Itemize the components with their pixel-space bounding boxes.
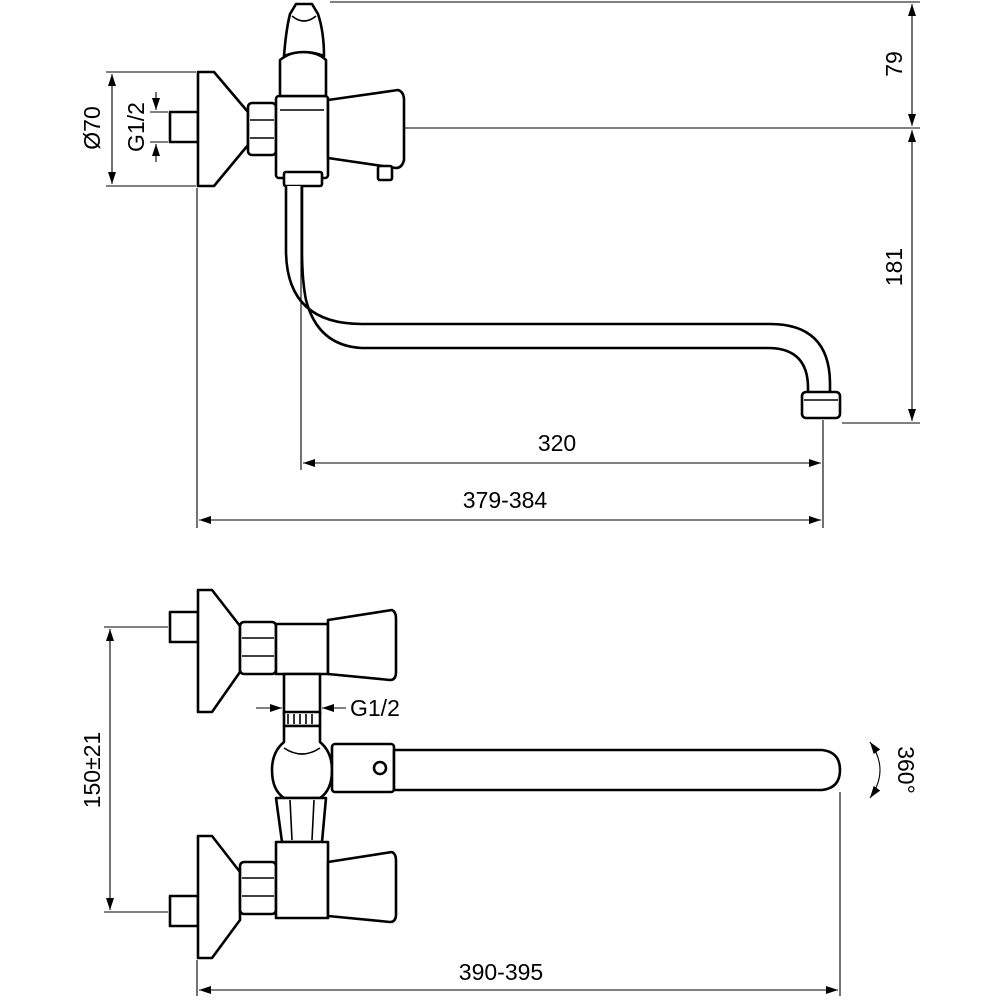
- lower-hex-nut: [238, 860, 278, 916]
- dim-label-inlet-thread-side: G1/2: [123, 102, 149, 152]
- upper-tap-handle: [326, 608, 398, 682]
- dim-spout-reach: 320: [300, 186, 824, 528]
- dim-label-inlet-spacing: 150±21: [79, 732, 105, 809]
- dim-total-reach-top: 390-395: [196, 792, 841, 996]
- hex-nut: [246, 101, 278, 157]
- lower-inlet-stub: [168, 894, 200, 928]
- hose-holder: [278, 50, 328, 98]
- lower-connector: [274, 796, 328, 844]
- upper-hex-nut: [238, 620, 278, 676]
- side-view: Ø70 G1/2 79 181 320: [79, 1, 920, 528]
- hose-holder-clip: [282, 2, 326, 58]
- dim-inlet-thread-side: G1/2: [123, 92, 168, 162]
- outlet-thread: [282, 710, 322, 728]
- dim-spout-height: 181: [842, 130, 920, 424]
- center-stem: [282, 672, 322, 716]
- top-view: G1/2 150±21 360° 390-395: [79, 588, 919, 996]
- lower-valve-body: [274, 840, 330, 920]
- dim-label-flange-diameter: Ø70: [79, 106, 105, 149]
- wall-flange: [196, 70, 250, 188]
- dim-label-outlet-thread: G1/2: [350, 695, 400, 721]
- dim-label-spout-height: 181: [881, 248, 907, 286]
- swivel-spout: [284, 186, 832, 402]
- dim-label-rotation: 360°: [893, 746, 919, 794]
- lower-tap-handle: [326, 850, 398, 924]
- dim-flange-diameter: Ø70: [79, 71, 196, 187]
- body-bottom-ring: [282, 170, 324, 188]
- spout-aerator: [800, 390, 842, 420]
- upper-valve-body: [274, 622, 330, 676]
- tap-handle: [326, 88, 406, 170]
- upper-inlet-stub: [168, 610, 200, 644]
- dim-total-reach-side: 379-384: [196, 188, 821, 528]
- dim-label-spout-reach: 320: [538, 430, 576, 456]
- dim-label-total-reach-side: 379-384: [463, 487, 548, 513]
- collar-screw: [372, 760, 388, 776]
- inlet-pipe-stub: [168, 110, 200, 144]
- dim-rotation: 360°: [869, 741, 919, 799]
- dim-top-height: 79: [330, 1, 920, 129]
- upper-wall-flange: [196, 588, 242, 714]
- handle-tip: [376, 164, 394, 182]
- lower-wall-flange: [196, 834, 242, 960]
- thread-hatch: [287, 714, 313, 724]
- dim-label-total-reach-top: 390-395: [459, 959, 543, 985]
- dim-outlet-thread: G1/2: [256, 695, 400, 721]
- valve-body: [274, 94, 330, 180]
- dim-inlet-spacing: 150±21: [79, 626, 168, 913]
- diverter-body: [270, 724, 334, 800]
- dim-label-top-height: 79: [881, 51, 907, 77]
- straight-spout: [392, 748, 842, 792]
